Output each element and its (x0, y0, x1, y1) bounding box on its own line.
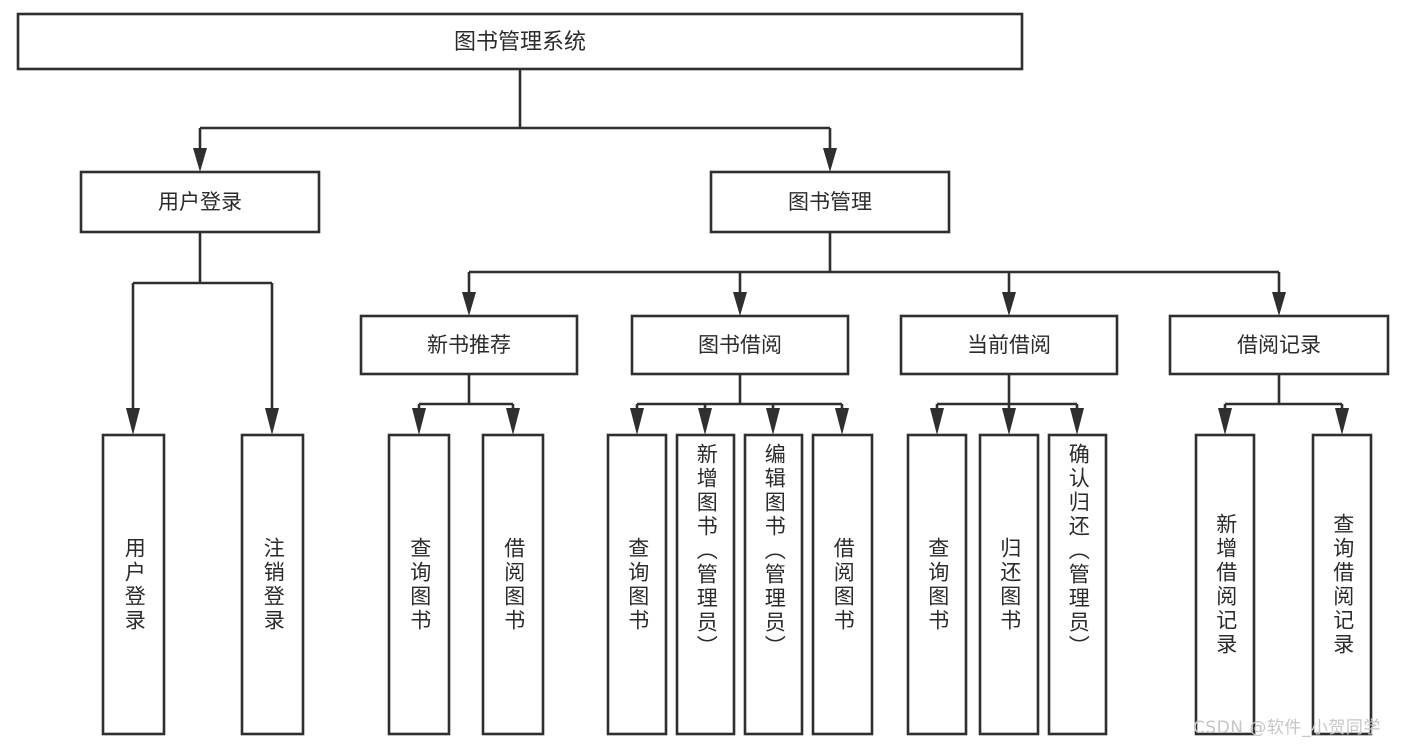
leaf-box-query-book-c[interactable] (906, 433, 968, 736)
arrowhead-icon-record-leaf-1 (1218, 408, 1232, 435)
leaf-box-layer (101, 433, 1373, 736)
arrowhead-icon-current-leaf-3 (1070, 408, 1084, 435)
node-borrow-record-label: 借阅记录 (1237, 333, 1321, 357)
node-user-login-box[interactable] (79, 170, 321, 234)
arrowhead-icon-to-new-book (462, 292, 476, 316)
arrowhead-icon-newbook-leaf-2 (506, 408, 520, 435)
leaf-box-user-login[interactable] (101, 433, 166, 736)
leaf-box-borrow-book-a[interactable] (481, 433, 545, 736)
leaf-box-query-record[interactable] (1311, 433, 1373, 736)
arrowhead-icon-borrow-leaf-4 (835, 408, 849, 435)
node-root-box[interactable] (16, 12, 1024, 71)
arrowhead-icon-record-leaf-2 (1335, 408, 1349, 435)
arrowhead-icon-newbook-leaf-1 (412, 408, 426, 435)
connector-layer (131, 69, 1344, 408)
leaf-box-edit-book-admin[interactable] (743, 433, 804, 736)
leaf-box-return-book[interactable] (978, 433, 1040, 736)
leaf-box-query-book-b[interactable] (606, 433, 668, 736)
node-new-book-recommend[interactable]: 新书推荐 (359, 314, 579, 376)
node-root-label: 图书管理系统 (454, 30, 586, 55)
arrowhead-icon-to-user-login (193, 148, 207, 172)
node-new-book-recommend-label: 新书推荐 (427, 333, 511, 357)
leaf-box-logout[interactable] (240, 433, 305, 736)
arrowhead-icon-to-current (1002, 292, 1016, 316)
node-current-borrow[interactable]: 当前借阅 (899, 314, 1119, 376)
node-book-borrow-box[interactable] (630, 314, 850, 376)
arrowhead-layer (126, 148, 1349, 435)
leaf-box-add-record[interactable] (1194, 433, 1256, 736)
leaf-box-borrow-book-b[interactable] (811, 433, 874, 736)
node-book-management-label: 图书管理 (788, 190, 872, 214)
node-book-management-box[interactable] (709, 170, 951, 234)
node-book-borrow[interactable]: 图书借阅 (630, 314, 850, 376)
arrowhead-icon-borrow-leaf-3 (766, 408, 780, 435)
node-current-borrow-label: 当前借阅 (967, 333, 1051, 357)
leaf-box-add-book-admin[interactable] (675, 433, 736, 736)
arrowhead-icon-to-book-mgmt (823, 148, 837, 172)
node-user-login[interactable]: 用户登录 (79, 170, 321, 234)
arrowhead-icon-to-borrow (733, 292, 747, 316)
node-user-login-label: 用户登录 (158, 190, 242, 214)
node-new-book-recommend-box[interactable] (359, 314, 579, 376)
leaf-box-confirm-return[interactable] (1047, 433, 1108, 736)
node-book-borrow-label: 图书借阅 (698, 333, 782, 357)
arrowhead-icon-to-leaf-user-login (126, 408, 140, 435)
arrowhead-icon-to-leaf-logout (265, 408, 279, 435)
arrowhead-icon-current-leaf-2 (1002, 408, 1016, 435)
leaf-box-query-book-a[interactable] (387, 433, 451, 736)
arrowhead-icon-current-leaf-1 (930, 408, 944, 435)
arrowhead-icon-borrow-leaf-1 (630, 408, 644, 435)
arrowhead-icon-borrow-leaf-2 (698, 408, 712, 435)
node-current-borrow-box[interactable] (899, 314, 1119, 376)
arrowhead-icon-to-record (1272, 292, 1286, 316)
node-book-management[interactable]: 图书管理 (709, 170, 951, 234)
node-borrow-record[interactable]: 借阅记录 (1168, 314, 1390, 376)
node-root[interactable]: 图书管理系统 (16, 12, 1024, 71)
node-borrow-record-box[interactable] (1168, 314, 1390, 376)
